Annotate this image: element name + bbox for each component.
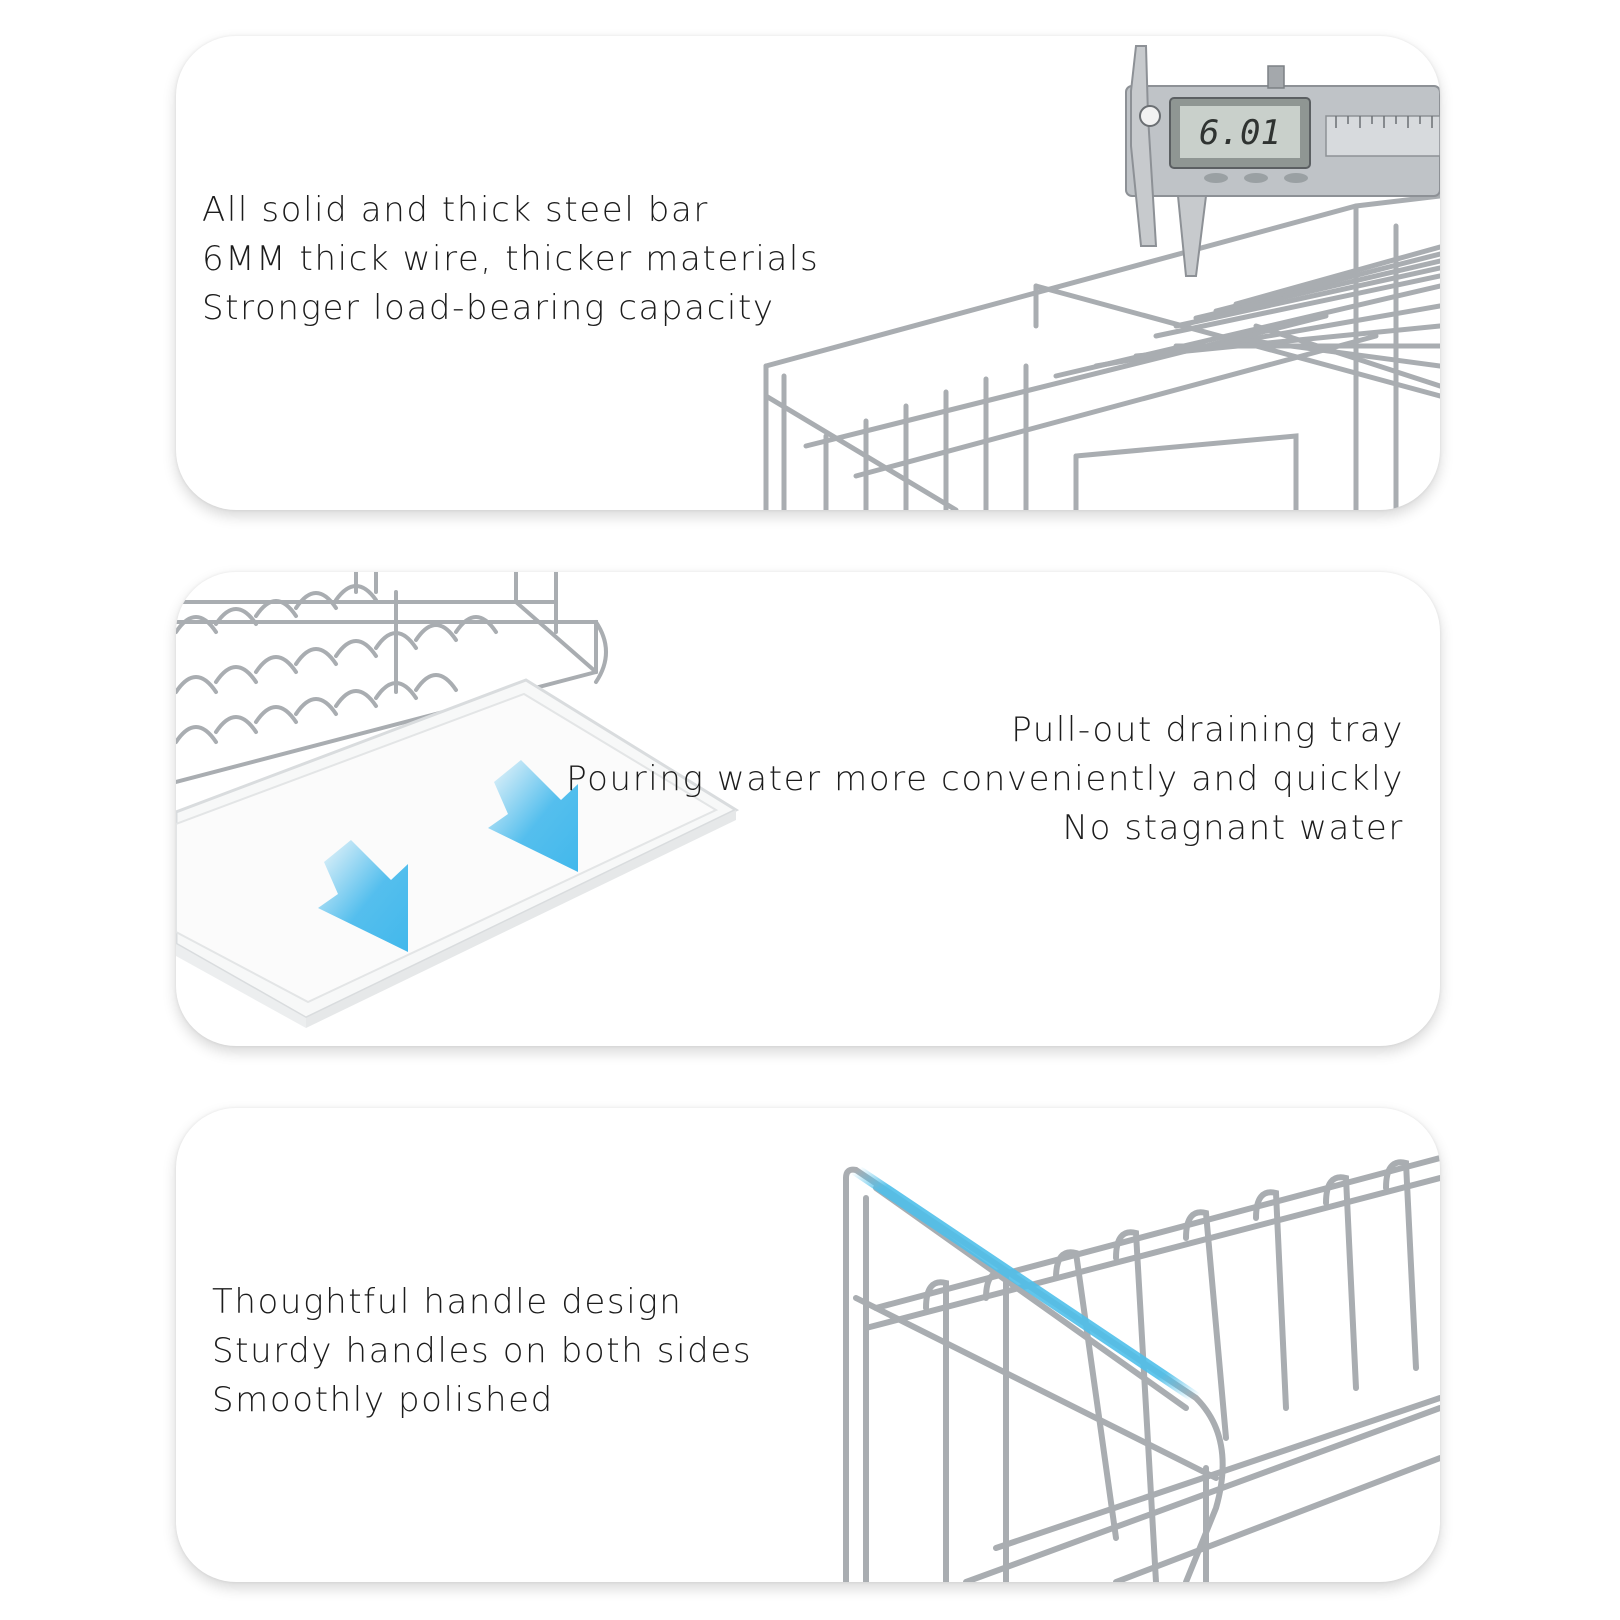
handle-highlight: [850, 1164, 1202, 1404]
caliper-icon: 6.01: [1125, 45, 1440, 277]
wire-basket-caliper-illustration: 6.01: [763, 45, 1440, 510]
feature-text-steel-bar: All solid and thick steel bar 6MM thick …: [202, 186, 819, 333]
wire-handle-illustration: [843, 1155, 1440, 1582]
arrow-down-icon: [318, 840, 408, 952]
draining-tray-illustration: [176, 572, 740, 1028]
feature-line: Sturdy handles on both sides: [212, 1331, 753, 1371]
feature-panel-handle: Thoughtful handle design Sturdy handles …: [176, 1108, 1440, 1582]
feature-line: No stagnant water: [1062, 808, 1404, 848]
feature-line: Smoothly polished: [212, 1380, 554, 1420]
feature-panel-draining-tray: Pull-out draining tray Pouring water mor…: [176, 572, 1440, 1046]
feature-line: All solid and thick steel bar: [202, 190, 709, 230]
feature-text-draining-tray: Pull-out draining tray Pouring water mor…: [566, 706, 1404, 853]
feature-panel-steel-bar: All solid and thick steel bar 6MM thick …: [176, 36, 1440, 510]
feature-line: Stronger load-bearing capacity: [202, 288, 775, 328]
arrow-down-icon: [488, 760, 578, 872]
feature-text-handle: Thoughtful handle design Sturdy handles …: [212, 1278, 752, 1425]
feature-line: Pouring water more conveniently and quic…: [566, 759, 1404, 799]
feature-line: 6MM thick wire, thicker materials: [202, 239, 820, 279]
feature-line: Thoughtful handle design: [212, 1282, 683, 1322]
caliper-reading: 6.01: [1199, 113, 1281, 153]
feature-line: Pull-out draining tray: [1011, 710, 1404, 750]
